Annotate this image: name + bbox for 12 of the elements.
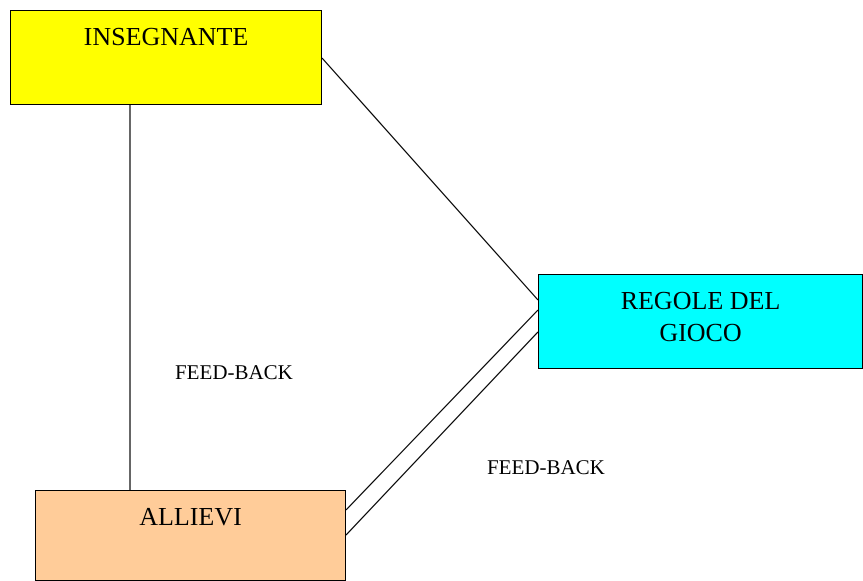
feedback-label: FEED-BACK [175, 359, 293, 385]
connector-line [129, 105, 131, 490]
connector-line [346, 332, 538, 536]
process-box [35, 490, 346, 581]
process-box [538, 274, 863, 369]
node-label: INSEGNANTE [82, 21, 250, 53]
connector-line [346, 310, 538, 510]
node-label: REGOLE DEL GIOCO [620, 285, 782, 349]
connector-line [322, 58, 538, 300]
feedback-label: FEED-BACK [487, 454, 605, 480]
node-label: ALLIEVI [138, 501, 243, 533]
process-box [10, 10, 322, 105]
